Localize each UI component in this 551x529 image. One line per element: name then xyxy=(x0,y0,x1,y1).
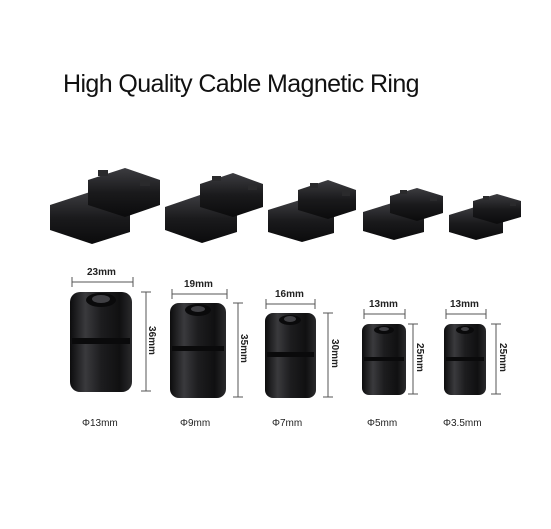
height-label-5: 25mm xyxy=(496,343,508,372)
open-ring-1 xyxy=(50,168,160,244)
dimension-lines xyxy=(71,277,501,398)
width-label-2: 19mm xyxy=(184,279,213,290)
open-ring-3 xyxy=(268,180,356,242)
open-ring-2 xyxy=(165,173,263,243)
height-label-4: 25mm xyxy=(413,343,425,372)
closed-ring-4 xyxy=(362,324,406,395)
width-label-3: 16mm xyxy=(275,289,304,300)
product-title: High Quality Cable Magnetic Ring xyxy=(63,70,420,98)
closed-ring-1 xyxy=(70,292,132,392)
height-label-2: 35mm xyxy=(237,334,249,363)
closed-ring-2 xyxy=(170,303,226,398)
diameter-label-4: Φ5mm xyxy=(367,418,398,429)
closed-ring-3 xyxy=(265,313,316,398)
height-label-3: 30mm xyxy=(328,339,340,368)
diameter-label-3: Φ7mm xyxy=(272,418,303,429)
diameter-label-2: Φ9mm xyxy=(180,418,211,429)
height-label-1: 36mm xyxy=(145,326,157,355)
closed-ring-5 xyxy=(444,324,486,395)
open-ring-4 xyxy=(363,188,443,240)
diameter-label-5: Φ3.5mm xyxy=(443,418,482,429)
width-label-5: 13mm xyxy=(450,299,479,310)
width-label-4: 13mm xyxy=(369,299,398,310)
diameter-label-1: Φ13mm xyxy=(82,418,118,429)
open-ring-5 xyxy=(449,194,521,240)
width-label-1: 23mm xyxy=(87,267,116,278)
